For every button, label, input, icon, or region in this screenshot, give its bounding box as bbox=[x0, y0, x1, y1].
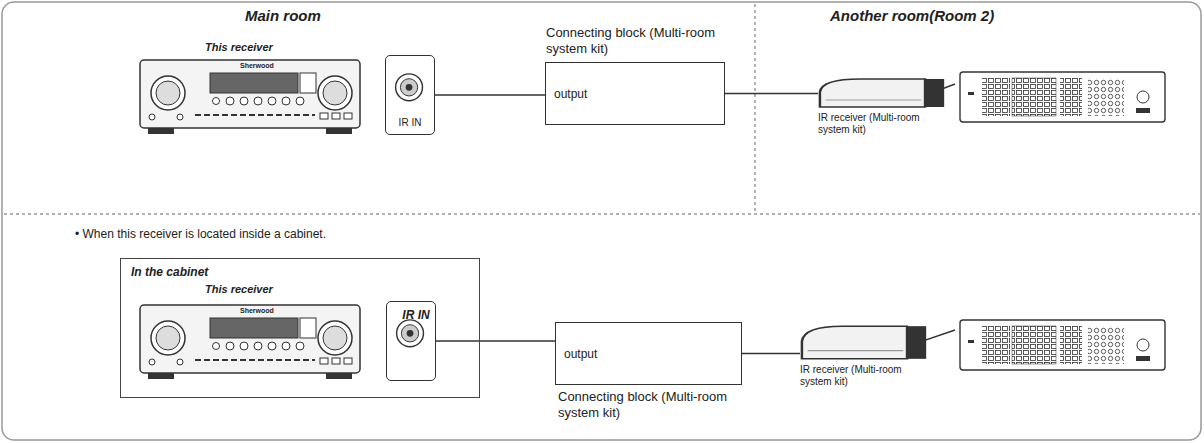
brand-mark: Sherwood bbox=[238, 307, 276, 315]
room-heading: Main room bbox=[245, 7, 321, 25]
brand-mark: Sherwood bbox=[238, 62, 276, 70]
ir-receiver: IR receiver (Multi-room system kit) bbox=[800, 325, 930, 360]
note-label: • When this receiver is located inside a… bbox=[75, 227, 326, 241]
jack-box: IR IN bbox=[385, 55, 435, 135]
connecting-block: Connecting block (Multi-room system kit)… bbox=[545, 62, 725, 125]
cable bbox=[436, 341, 555, 342]
jack-label: IR IN bbox=[397, 308, 435, 374]
cable bbox=[725, 93, 818, 94]
cable bbox=[435, 95, 545, 96]
ir-receiver: IR receiver (Multi-room system kit) bbox=[818, 78, 948, 108]
ir-receiver-shape bbox=[800, 325, 930, 360]
port-label: output bbox=[564, 347, 597, 361]
cable bbox=[742, 353, 800, 354]
block-heading: Connecting block (Multi-room system kit) bbox=[558, 389, 733, 422]
block-heading: Connecting block (Multi-room system kit) bbox=[546, 25, 721, 58]
cabinet-label: In the cabinet bbox=[131, 265, 208, 279]
note-label: This receiver bbox=[205, 283, 273, 296]
port-label: output bbox=[554, 87, 587, 101]
note-label: This receiver bbox=[205, 41, 273, 54]
device-label: IR receiver (Multi-room system kit) bbox=[800, 364, 920, 387]
room-heading: Another room(Room 2) bbox=[830, 7, 994, 25]
connecting-block: Connecting block (Multi-room system kit)… bbox=[555, 322, 742, 385]
cabinet-box: In the cabinet IR IN bbox=[120, 258, 480, 398]
jack-label: IR IN bbox=[386, 117, 434, 128]
ir-receiver-shape bbox=[818, 78, 948, 108]
device-label: IR receiver (Multi-room system kit) bbox=[818, 112, 938, 135]
jack-box: IR IN bbox=[386, 301, 436, 381]
